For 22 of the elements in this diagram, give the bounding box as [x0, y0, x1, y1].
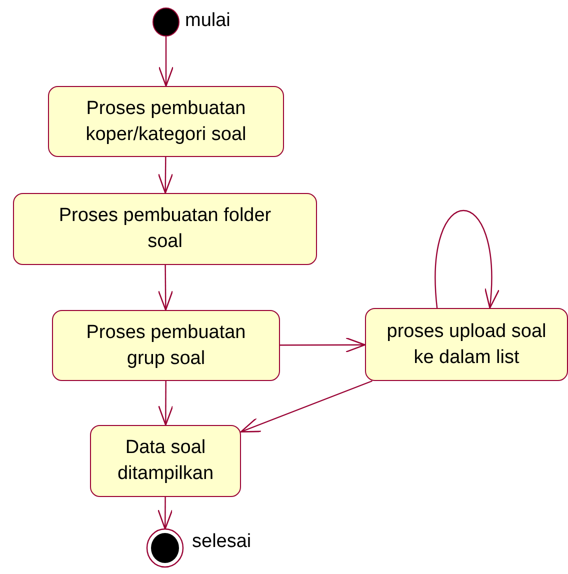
arrow — [280, 337, 366, 353]
arrow — [158, 157, 174, 194]
activity-label: proses upload soal ke dalam list — [386, 320, 548, 370]
node-label: selesai — [192, 530, 252, 554]
activity-box — [90, 425, 241, 497]
activity-box — [13, 193, 317, 265]
activity-label: Proses pembuatan folder soal — [58, 204, 272, 254]
activity-label: Proses pembuatan koper/kategori soal — [84, 96, 248, 146]
final-node — [146, 528, 184, 568]
activity-box — [48, 86, 284, 157]
arrow — [434, 210, 499, 309]
arrow — [158, 36, 174, 87]
arrow — [158, 265, 174, 311]
arrow — [240, 380, 372, 432]
node-label: mulai — [185, 9, 230, 33]
activity-label: Proses pembuatan grup soal — [85, 320, 247, 370]
arrow — [158, 381, 174, 426]
initial-node — [152, 7, 180, 37]
activity-box — [365, 308, 568, 381]
arrow — [158, 497, 173, 530]
activity-label: Data soal ditampilkan — [116, 436, 215, 486]
activity-box — [52, 310, 280, 381]
